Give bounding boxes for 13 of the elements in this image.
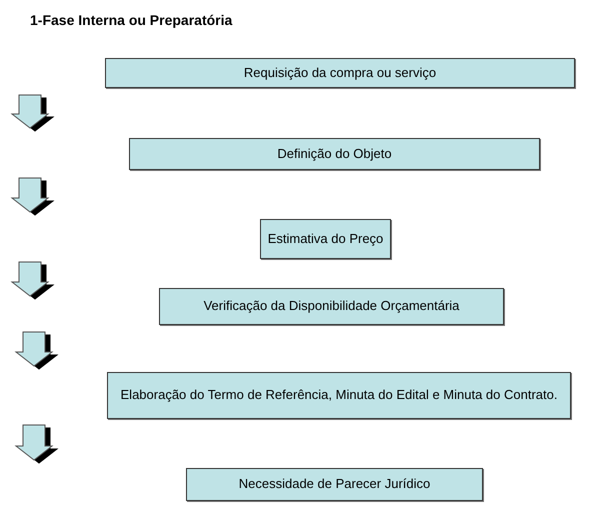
- box-label: Elaboração do Termo de Referência, Minuta do Edital e Minuta do Contrato.: [120, 387, 558, 404]
- process-box: [105, 58, 575, 88]
- box-label: Requisição da compra ou serviço: [244, 64, 436, 82]
- process-box: [159, 288, 504, 325]
- process-box: [107, 372, 571, 419]
- box-label: Estimativa do Preço: [268, 230, 384, 248]
- box-label: Verificação da Disponibilidade Orçamentária: [204, 298, 460, 315]
- process-box: [186, 468, 483, 501]
- process-box: [129, 138, 540, 170]
- box-label: Necessidade de Parecer Jurídico: [238, 476, 430, 493]
- diagram-title: 1-Fase Interna ou Preparatória: [30, 12, 232, 28]
- process-box: [260, 219, 391, 259]
- box-label: Definição do Objeto: [277, 146, 392, 162]
